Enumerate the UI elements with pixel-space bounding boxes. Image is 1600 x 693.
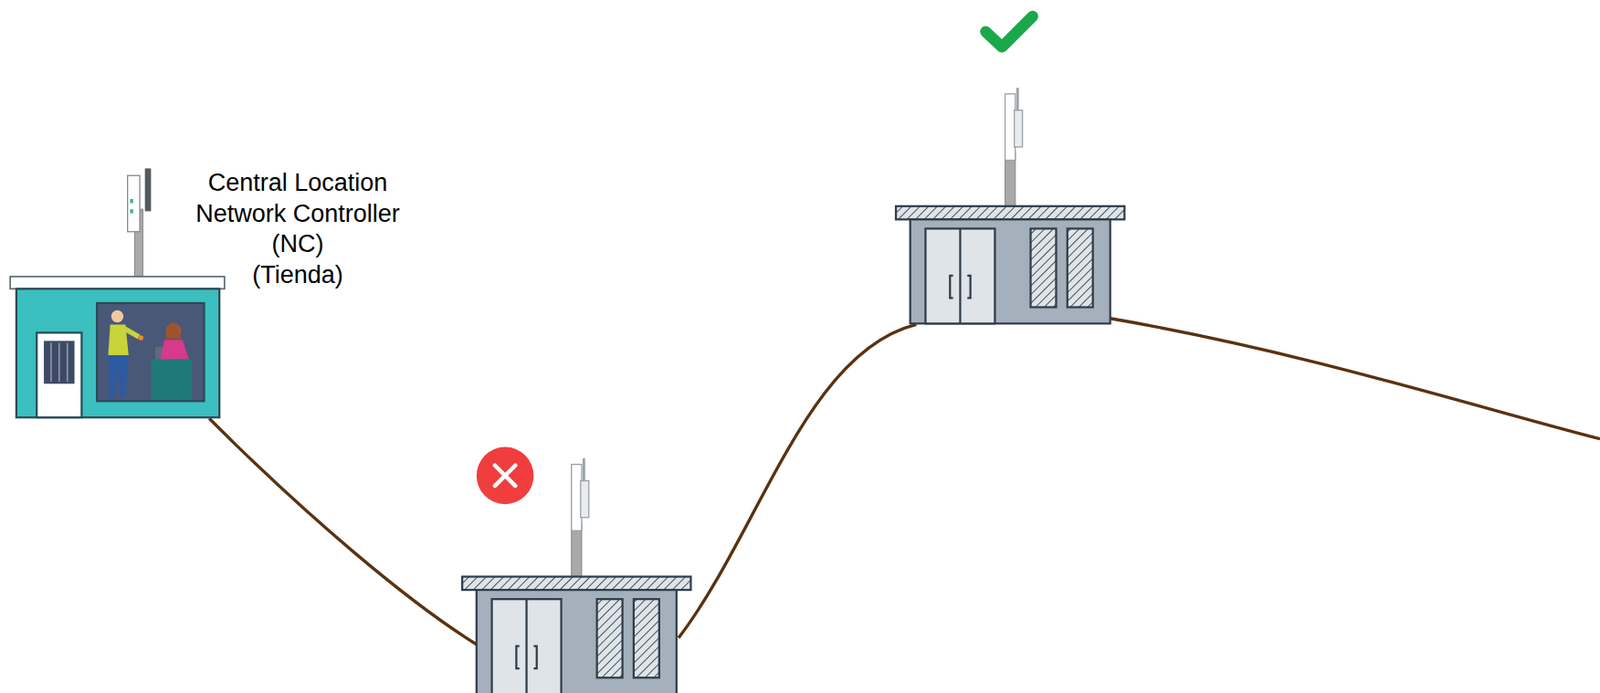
site-node: Central Location Network Controller(NC)(… xyxy=(10,276,225,419)
node-text: (Tienda) xyxy=(178,260,417,292)
link-curve xyxy=(209,318,1600,646)
node-label: Central Location Network Controller(NC)(… xyxy=(178,168,417,291)
node-text: Central Location Network Controller xyxy=(178,168,417,230)
fail-mark xyxy=(494,465,516,486)
tienda-building xyxy=(10,168,225,418)
node-text: (NC) xyxy=(178,229,417,261)
fail-mark xyxy=(476,447,535,506)
ok-mark xyxy=(985,16,1032,48)
site-building xyxy=(895,87,1125,324)
